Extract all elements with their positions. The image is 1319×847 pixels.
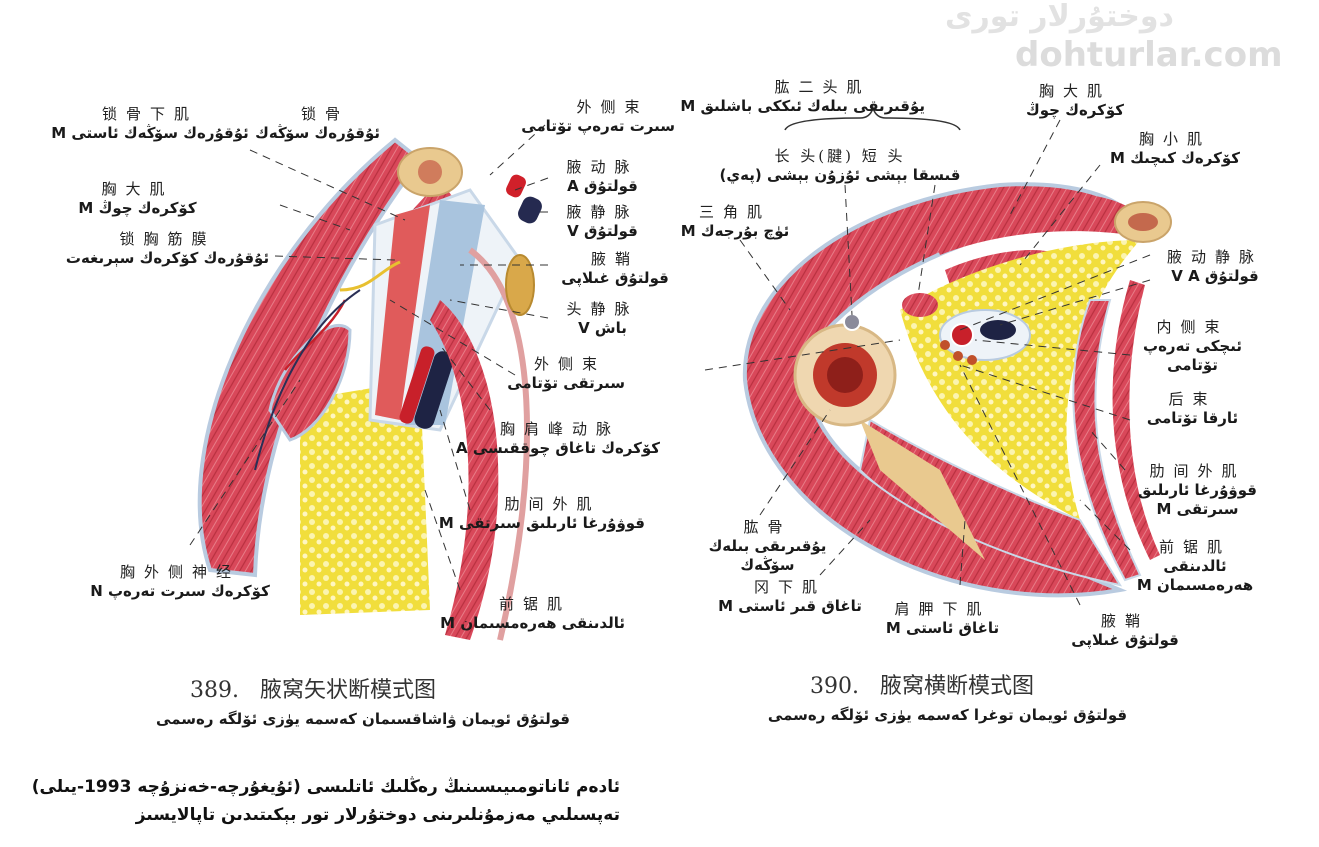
watermark-logo: دوختۇرلار تورى xyxy=(945,0,1174,34)
figure-390-caption-ug: قولتۇق ئويمان توغرا كەسمە يۈزى ئۆلگە رەس… xyxy=(767,706,1128,724)
serratus-strip xyxy=(430,300,499,640)
watermark-site: dohturlar.com xyxy=(1015,35,1283,75)
fat-region xyxy=(300,380,430,615)
figure-390-number: 390. xyxy=(810,674,859,699)
biceps-brace xyxy=(784,105,961,131)
figure-389-caption: 389. 腋窝矢状断模式图 xyxy=(190,672,436,704)
figure-390-title: 腋窝横断模式图 xyxy=(879,674,1034,699)
vessel-red-end xyxy=(506,174,526,198)
deltoid xyxy=(742,182,1134,598)
intercostal xyxy=(1112,280,1160,560)
cephalic-vein xyxy=(505,254,535,316)
axillary-fat xyxy=(900,240,1140,520)
website-note: تەپسىلىي مەزمۇنلىرىنى دوختۇرلار تور بېكى… xyxy=(135,805,620,825)
short-head xyxy=(902,293,938,317)
axillary-artery xyxy=(375,205,430,420)
pectoralis-major xyxy=(930,193,1140,255)
figure-389-title: 腋窝矢状断模式图 xyxy=(259,678,436,703)
thoracoacromial-artery xyxy=(284,299,347,371)
axillary-vein xyxy=(980,320,1016,340)
serratus xyxy=(1072,299,1142,582)
source-credit: ئادەم ئاناتومىيىسىنىڭ رەڭلىك ئاتلىسى (ئۇ… xyxy=(31,777,620,797)
vessel-blue-end xyxy=(518,196,542,224)
figure-390-caption: 390. 腋窝横断模式图 xyxy=(810,668,1034,700)
figure-390-drawing xyxy=(704,105,1172,606)
long-head-tendon xyxy=(843,313,861,331)
axillary-artery xyxy=(950,323,974,347)
scapula xyxy=(860,420,985,560)
pectoralis-major xyxy=(197,137,423,578)
figure-389-number: 389. xyxy=(190,678,239,703)
figure-389-caption-ug: قولتۇق ئويمان ۋاشاقسىمان كەسمە يۈزى ئۆلگ… xyxy=(156,710,570,728)
figure-389-drawing xyxy=(189,124,549,641)
